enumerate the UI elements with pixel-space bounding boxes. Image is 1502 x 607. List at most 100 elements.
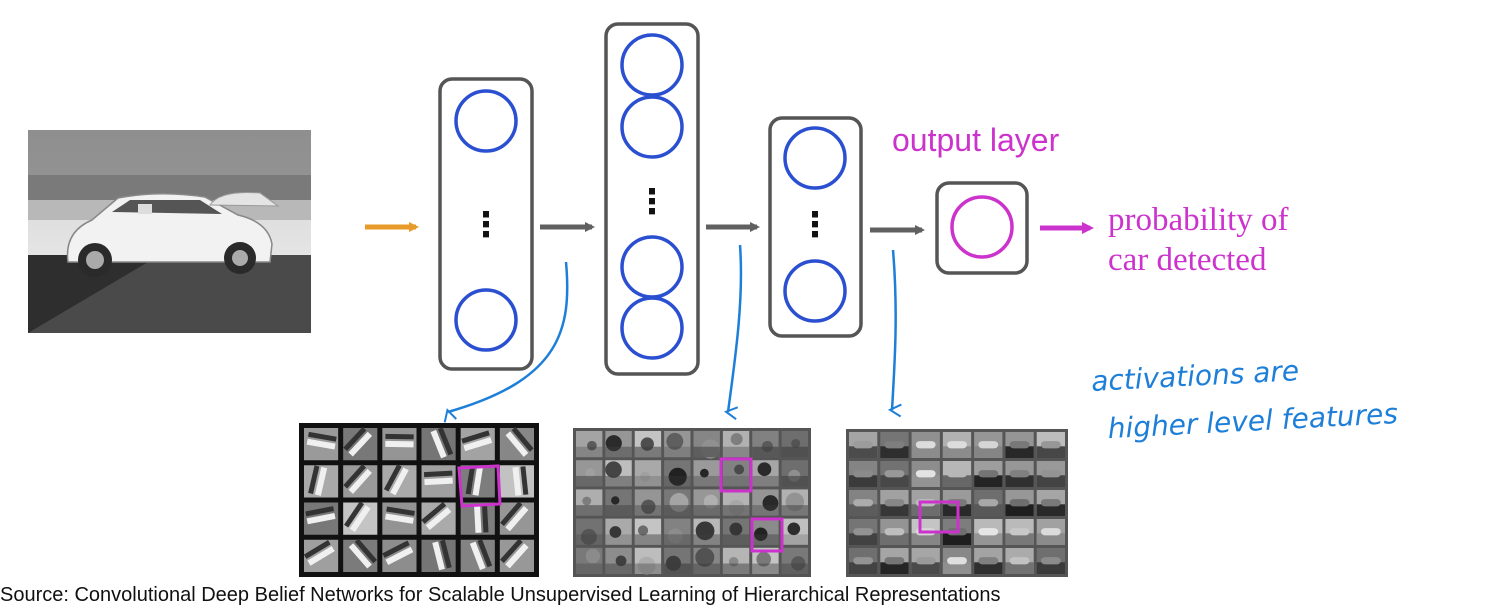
feature-cell xyxy=(664,431,691,458)
feature-cell xyxy=(576,460,603,487)
feature-cell xyxy=(382,464,417,498)
feature-cell xyxy=(605,460,632,487)
feature-cell xyxy=(382,502,417,535)
feature-cell xyxy=(343,464,378,498)
feature-cell xyxy=(664,547,691,574)
feature-cell xyxy=(1036,519,1065,545)
feature-cell xyxy=(576,518,603,545)
feature-cell xyxy=(1005,461,1034,487)
feature-cell xyxy=(1036,432,1065,458)
feature-cell xyxy=(664,489,691,516)
feature-cell xyxy=(304,465,339,498)
feature-cell xyxy=(693,460,720,487)
feature-cell xyxy=(752,518,779,545)
highlight-box xyxy=(457,464,502,508)
neuron xyxy=(620,95,684,159)
feature-cell xyxy=(664,460,691,487)
feature-cell xyxy=(722,489,750,516)
feature-cell xyxy=(634,431,662,458)
feature-cell xyxy=(693,489,720,516)
neuron xyxy=(620,235,684,299)
highlight-box xyxy=(918,500,960,534)
highlight-box xyxy=(719,457,753,493)
ellipsis: ⋮ xyxy=(469,205,503,245)
neuron xyxy=(620,296,684,360)
feature-cell xyxy=(605,489,632,516)
feature-cell xyxy=(942,548,972,574)
feature-cell xyxy=(942,461,972,487)
feature-cell xyxy=(722,518,750,545)
feature-cell xyxy=(942,432,972,458)
feature-cell xyxy=(911,548,940,574)
feature-cell xyxy=(1005,548,1034,574)
feature-cell xyxy=(781,547,808,574)
feature-cell xyxy=(880,548,909,574)
feature-grid-edges xyxy=(299,423,539,577)
feature-cell xyxy=(460,539,495,572)
feature-cell xyxy=(460,465,495,498)
feature-cell xyxy=(499,426,534,461)
output-layer-label: output layer xyxy=(892,122,1060,158)
feature-cell xyxy=(693,547,720,574)
feature-cell xyxy=(343,426,378,461)
feature-cell xyxy=(911,432,940,458)
feature-cell xyxy=(304,502,339,535)
feature-cell xyxy=(634,547,662,575)
feature-cell xyxy=(781,489,808,516)
probability-line-1: probability of xyxy=(1108,202,1289,238)
feature-cell xyxy=(880,519,909,545)
feature-cell xyxy=(343,501,378,535)
feature-cell xyxy=(974,519,1003,545)
ellipsis: ⋮ xyxy=(635,182,669,222)
feature-arrow-3 xyxy=(892,249,896,410)
hidden-layer-3: ⋮ xyxy=(768,116,863,338)
feature-cell xyxy=(781,518,808,545)
feature-cell xyxy=(634,518,662,545)
feature-cell xyxy=(421,501,456,535)
hidden-layer-2: ⋮ xyxy=(604,22,700,376)
feature-cell xyxy=(722,547,750,574)
feature-cell xyxy=(693,518,720,545)
feature-cell xyxy=(303,539,339,572)
probability-label: probability of car detected xyxy=(1108,200,1408,280)
neuron xyxy=(620,33,684,97)
feature-cell xyxy=(576,489,603,516)
feature-cell xyxy=(421,465,456,498)
feature-cell xyxy=(1036,461,1065,487)
feature-cell xyxy=(1036,490,1065,516)
feature-cell xyxy=(1005,490,1034,516)
feature-cell xyxy=(605,431,632,458)
feature-cell xyxy=(1005,432,1034,458)
input-car-image xyxy=(28,130,311,333)
feature-cell xyxy=(849,490,878,516)
feature-cell xyxy=(693,431,721,459)
feature-cell xyxy=(849,461,878,487)
feature-cell xyxy=(849,519,878,545)
feature-cell xyxy=(460,502,495,535)
neuron xyxy=(783,259,847,323)
highlight-box xyxy=(750,517,784,553)
feature-cell xyxy=(781,431,808,458)
feature-cell xyxy=(722,460,750,487)
feature-cell xyxy=(634,460,662,487)
feature-cell xyxy=(1005,519,1034,545)
feature-cell xyxy=(911,461,940,487)
feature-cell xyxy=(781,460,808,487)
feature-cell xyxy=(460,428,495,461)
ellipsis: ⋮ xyxy=(798,205,832,245)
hidden-layer-1: ⋮ xyxy=(438,77,534,371)
feature-grid-parts xyxy=(573,428,811,577)
feature-cell xyxy=(605,547,632,574)
feature-cell xyxy=(1036,548,1065,574)
feature-cell xyxy=(880,461,909,487)
feature-cell xyxy=(382,428,417,461)
feature-cell xyxy=(421,539,456,572)
feature-cell xyxy=(880,432,909,458)
feature-cell xyxy=(605,518,632,545)
feature-cell xyxy=(752,460,779,487)
probability-line-2: car detected xyxy=(1108,242,1267,278)
feature-cell xyxy=(382,539,417,572)
feature-cell xyxy=(499,538,534,572)
feature-cell xyxy=(849,548,878,574)
neuron xyxy=(783,126,847,190)
